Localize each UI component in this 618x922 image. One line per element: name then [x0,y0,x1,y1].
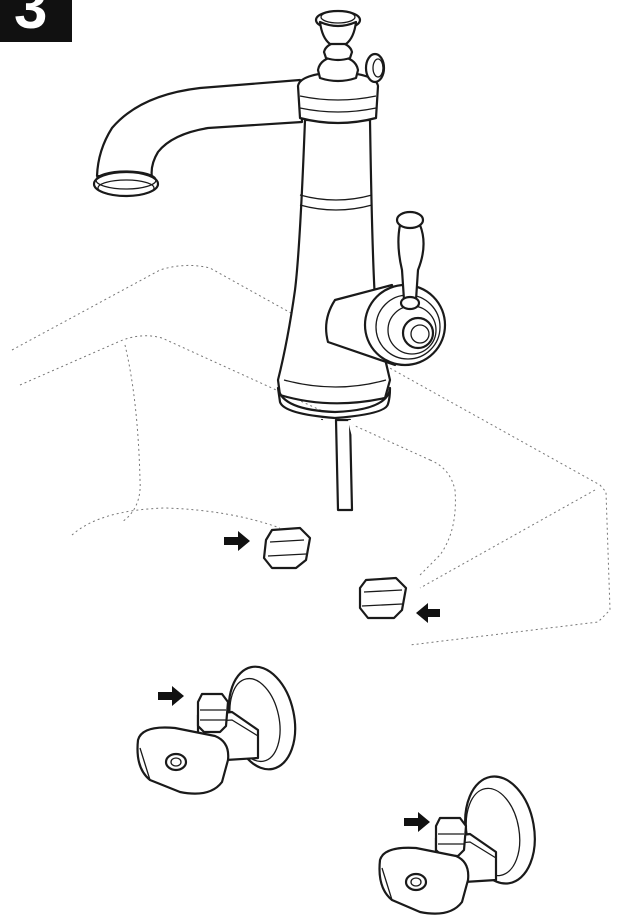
stop-valve-right [378,775,536,915]
right-arrow-icon [404,812,430,832]
right-arrow-icon [158,686,184,706]
step-number: 3 [14,0,48,41]
spout [92,78,304,198]
right-arrow-icon [224,531,250,551]
supply-line-right [348,418,447,824]
mounting-shank [334,418,354,512]
step-badge: 3 [0,0,72,42]
faucet-handle [325,210,447,367]
supply-line-left [207,418,324,707]
stop-valve-left [136,665,297,795]
sink-outline [11,264,611,646]
left-arrow-icon [416,603,440,623]
